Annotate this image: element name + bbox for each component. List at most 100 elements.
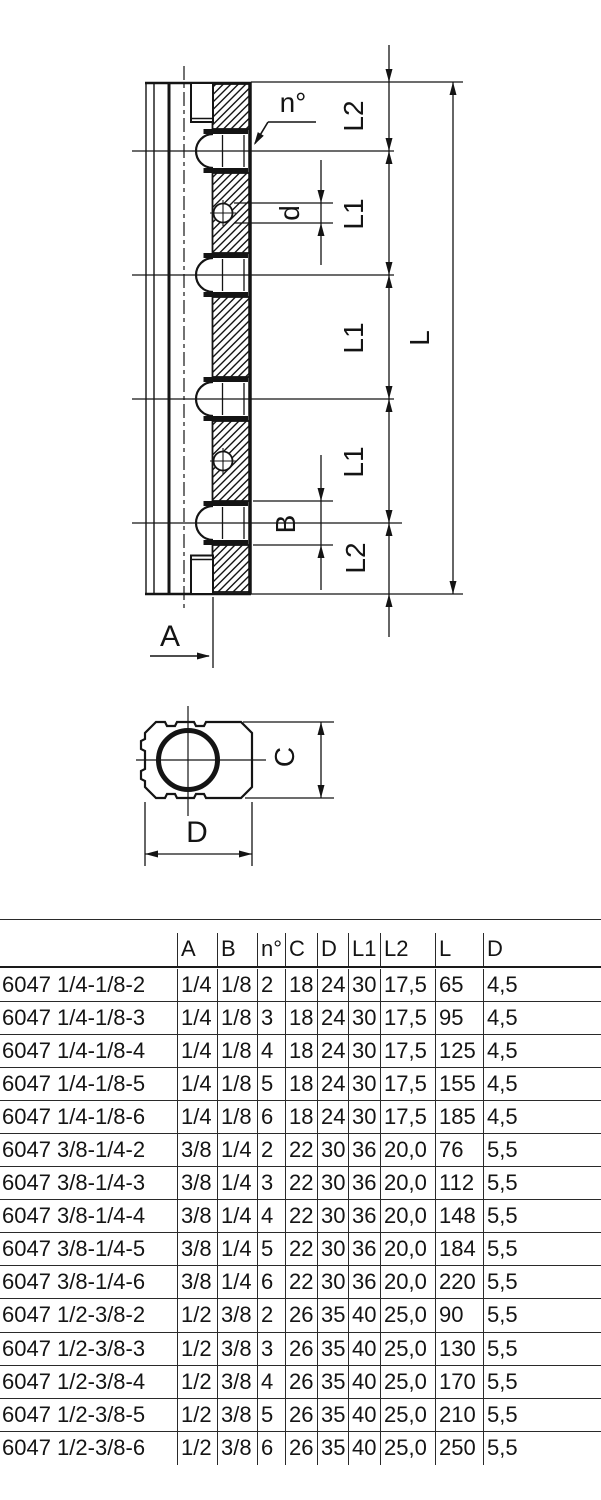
dim-label-l1: L1 <box>338 198 369 229</box>
spec-cell: 1/2 <box>177 1398 217 1431</box>
spec-cell: 30 <box>348 1067 380 1100</box>
spec-cell: 24 <box>317 1034 348 1067</box>
part-number-cell: 6047 3/8-1/4-6 <box>2 1269 146 1295</box>
spec-cell: 20,0 <box>380 1266 435 1299</box>
spec-header-cell <box>0 933 177 966</box>
spec-cell: 20,0 <box>380 1233 435 1266</box>
dimension-arrows <box>197 69 457 660</box>
spec-cell: 5,5 <box>483 1299 601 1332</box>
spec-cell: 17,5 <box>380 1100 435 1133</box>
extension-lines <box>132 81 463 668</box>
spec-cell: 20,0 <box>380 1133 435 1167</box>
spec-cell: 17,5 <box>380 968 435 1001</box>
spec-cell: 2 <box>257 968 285 1001</box>
part-number-cell: 6047 1/4-1/8-2 <box>2 971 146 997</box>
spec-cell: 36 <box>348 1167 380 1200</box>
spec-cell: 22 <box>285 1233 317 1266</box>
dim-label-b: B <box>270 515 301 534</box>
spec-cell: 125 <box>435 1034 483 1067</box>
spec-cell: 25,0 <box>380 1332 435 1365</box>
spec-cell: 30 <box>317 1167 348 1200</box>
spec-cell: 4,5 <box>483 968 601 1001</box>
spec-cell: 1/4 <box>177 1100 217 1133</box>
dim-label-l2-top: L2 <box>338 100 369 131</box>
spec-cell: 5,5 <box>483 1332 601 1365</box>
part-number-cell: 6047 1/4-1/8-3 <box>2 1004 146 1030</box>
spec-cell: 5,5 <box>483 1233 601 1266</box>
spec-cell: 35 <box>317 1299 348 1332</box>
dim-label-d-width: D <box>186 816 208 849</box>
spec-cell: 210 <box>435 1398 483 1431</box>
spec-cell: 4 <box>257 1200 285 1233</box>
spec-cell: 20,0 <box>380 1200 435 1233</box>
part-number-cell: 6047 3/8-1/4-5 <box>2 1236 146 1262</box>
spec-cell: 40 <box>348 1398 380 1431</box>
spec-cell: 26 <box>285 1398 317 1431</box>
extension-lines <box>144 721 334 866</box>
spec-cell: 17,5 <box>380 1067 435 1100</box>
spec-cell: 30 <box>317 1200 348 1233</box>
part-number-cell: 6047 3/8-1/4-3 <box>2 1170 146 1196</box>
dim-label-l1: L1 <box>338 446 369 477</box>
spec-cell: 250 <box>435 1431 483 1465</box>
spec-cell: 148 <box>435 1200 483 1233</box>
spec-cell: 18 <box>285 1034 317 1067</box>
spec-cell: 30 <box>317 1133 348 1167</box>
spec-cell: 5 <box>257 1067 285 1100</box>
spec-cell: 2 <box>257 1133 285 1167</box>
spec-cell: 76 <box>435 1133 483 1167</box>
spec-cell: 5,5 <box>483 1200 601 1233</box>
spec-cell: 112 <box>435 1167 483 1200</box>
dim-label-l1: L1 <box>338 322 369 353</box>
spec-cell: 130 <box>435 1332 483 1365</box>
spec-cell: 35 <box>317 1398 348 1431</box>
spec-cell: 3/8 <box>177 1266 217 1299</box>
spec-header-cell: A <box>177 933 217 966</box>
dim-label-a: A <box>160 620 180 653</box>
spec-cell: 24 <box>317 968 348 1001</box>
spec-header-cell: L1 <box>348 933 380 966</box>
spec-cell: 3 <box>257 1001 285 1034</box>
spec-cell: 4 <box>257 1365 285 1398</box>
spec-header-cell: n° <box>257 933 285 966</box>
spec-header-cell: C <box>285 933 317 966</box>
spec-cell: 95 <box>435 1001 483 1034</box>
dim-label-n-ports: n° <box>280 87 307 118</box>
spec-cell: 2 <box>257 1299 285 1332</box>
spec-cell: 36 <box>348 1266 380 1299</box>
spec-cell: 1/4 <box>217 1266 257 1299</box>
spec-cell: 17,5 <box>380 1001 435 1034</box>
side-view: L2 L1 L1 L1 L2 L B d n° A <box>132 45 463 668</box>
spec-cell: 18 <box>285 1001 317 1034</box>
part-number-cell: 6047 3/8-1/4-2 <box>2 1136 146 1162</box>
spec-cell: 5,5 <box>483 1133 601 1167</box>
spec-cell: 5 <box>257 1398 285 1431</box>
spec-header-cell: L <box>435 933 483 966</box>
spec-cell: 1/8 <box>217 968 257 1001</box>
spec-cell: 26 <box>285 1431 317 1465</box>
spec-cell: 24 <box>317 1067 348 1100</box>
part-number-cell: 6047 1/2-3/8-5 <box>2 1401 146 1427</box>
spec-cell: 5,5 <box>483 1365 601 1398</box>
spec-cell: 155 <box>435 1067 483 1100</box>
spec-cell: 36 <box>348 1233 380 1266</box>
spec-cell: 20,0 <box>380 1167 435 1200</box>
end-plug-top <box>190 82 214 123</box>
technical-drawing: L2 L1 L1 L1 L2 L B d n° A <box>132 45 463 866</box>
spec-cell: 3/8 <box>177 1233 217 1266</box>
spec-cell: 24 <box>317 1001 348 1034</box>
dim-label-c: C <box>269 747 300 767</box>
spec-cell: 1/4 <box>177 968 217 1001</box>
spec-cell: 6 <box>257 1266 285 1299</box>
spec-cell: 30 <box>348 1001 380 1034</box>
spec-cell: 1/4 <box>177 1067 217 1100</box>
spec-cell: 22 <box>285 1133 317 1167</box>
spec-cell: 1/8 <box>217 1100 257 1133</box>
spec-cell: 185 <box>435 1100 483 1133</box>
